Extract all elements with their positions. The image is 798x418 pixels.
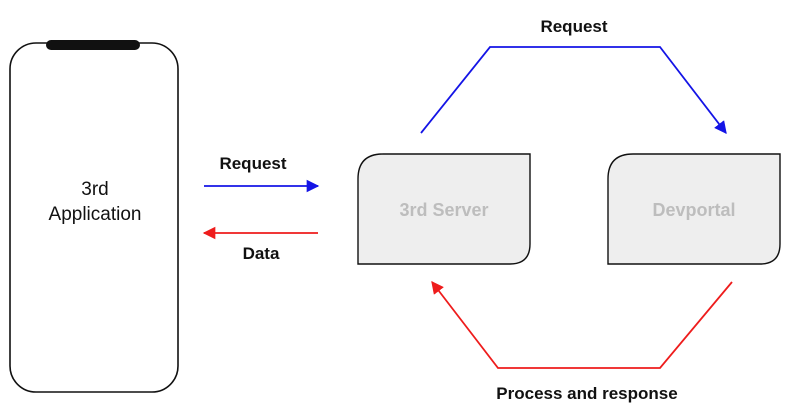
request-label-left: Request <box>219 154 286 173</box>
devportal-box <box>607 153 781 265</box>
server-node: 3rd Server <box>357 153 531 265</box>
request-label-top: Request <box>540 17 607 36</box>
devportal-node: Devportal <box>607 153 781 265</box>
server-label: 3rd Server <box>399 200 488 220</box>
phone-label-line1: 3rd <box>81 179 108 200</box>
server-box <box>357 153 531 265</box>
data-label: Data <box>243 244 280 263</box>
phone-device: 3rd Application <box>9 40 179 393</box>
phone-notch <box>46 40 140 50</box>
request-arrow-server-to-devportal <box>420 46 727 134</box>
process-response-label: Process and response <box>496 384 677 403</box>
devportal-label: Devportal <box>652 200 735 220</box>
phone-label-line2: Application <box>49 204 142 225</box>
response-arrow-devportal-to-server <box>431 281 733 369</box>
